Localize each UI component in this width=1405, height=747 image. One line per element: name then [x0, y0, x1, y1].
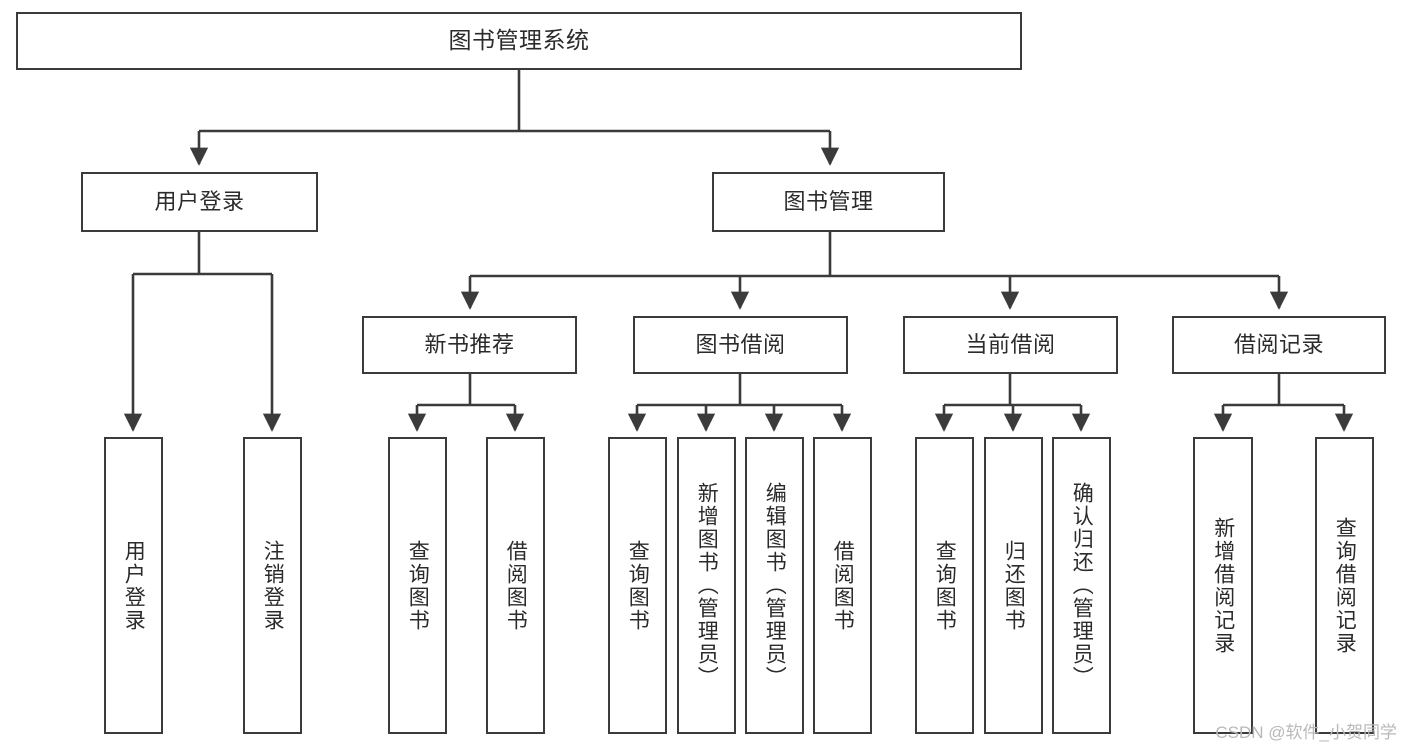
leaf-edit-book[interactable]: 编辑图书（管理员）: [745, 437, 804, 734]
node-current-borrow-label: 当前借阅: [965, 331, 1056, 357]
node-new-book-recommend-label: 新书推荐: [424, 331, 515, 357]
leaf-borrow-book[interactable]: 借阅图书: [813, 437, 872, 734]
node-user-login-label: 用户登录: [154, 188, 245, 214]
leaf-query-book-current-label: 查询图书: [933, 539, 957, 632]
leaf-query-book-borrow[interactable]: 查询图书: [608, 437, 667, 734]
leaf-logout-label: 注销登录: [261, 539, 285, 632]
leaf-add-book-label: 新增图书（管理员）: [695, 482, 719, 689]
node-borrow-record-label: 借阅记录: [1233, 331, 1324, 357]
leaf-return-book[interactable]: 归还图书: [984, 437, 1043, 734]
node-current-borrow[interactable]: 当前借阅: [903, 316, 1118, 374]
leaf-borrow-book-label: 借阅图书: [831, 539, 855, 632]
leaf-confirm-return[interactable]: 确认归还（管理员）: [1052, 437, 1111, 734]
node-book-borrow-label: 图书借阅: [695, 331, 786, 357]
node-book-manage-label: 图书管理: [783, 188, 874, 214]
leaf-user-login[interactable]: 用户登录: [104, 437, 163, 734]
leaf-query-borrow-record[interactable]: 查询借阅记录: [1315, 437, 1374, 734]
leaf-edit-book-label: 编辑图书（管理员）: [763, 482, 787, 689]
leaf-borrow-book-recommend-label: 借阅图书: [504, 539, 528, 632]
leaf-add-borrow-record[interactable]: 新增借阅记录: [1193, 437, 1253, 734]
node-root[interactable]: 图书管理系统: [16, 12, 1022, 70]
leaf-borrow-book-recommend[interactable]: 借阅图书: [486, 437, 545, 734]
leaf-user-login-label: 用户登录: [122, 539, 146, 632]
leaf-add-book[interactable]: 新增图书（管理员）: [677, 437, 736, 734]
leaf-query-book-recommend[interactable]: 查询图书: [388, 437, 447, 734]
node-user-login[interactable]: 用户登录: [81, 172, 318, 232]
leaf-logout[interactable]: 注销登录: [243, 437, 302, 734]
node-new-book-recommend[interactable]: 新书推荐: [362, 316, 577, 374]
leaf-confirm-return-label: 确认归还（管理员）: [1070, 482, 1094, 689]
leaf-query-book-borrow-label: 查询图书: [626, 539, 650, 632]
leaf-add-borrow-record-label: 新增借阅记录: [1211, 516, 1235, 655]
node-borrow-record[interactable]: 借阅记录: [1172, 316, 1386, 374]
leaf-query-borrow-record-label: 查询借阅记录: [1333, 516, 1357, 655]
node-book-manage[interactable]: 图书管理: [712, 172, 945, 232]
leaf-return-book-label: 归还图书: [1002, 539, 1026, 632]
leaf-query-book-current[interactable]: 查询图书: [915, 437, 974, 734]
watermark: CSDN @软件_小贺同学: [1215, 723, 1397, 742]
leaf-query-book-recommend-label: 查询图书: [406, 539, 430, 632]
node-book-borrow[interactable]: 图书借阅: [633, 316, 848, 374]
node-root-label: 图书管理系统: [448, 27, 590, 54]
